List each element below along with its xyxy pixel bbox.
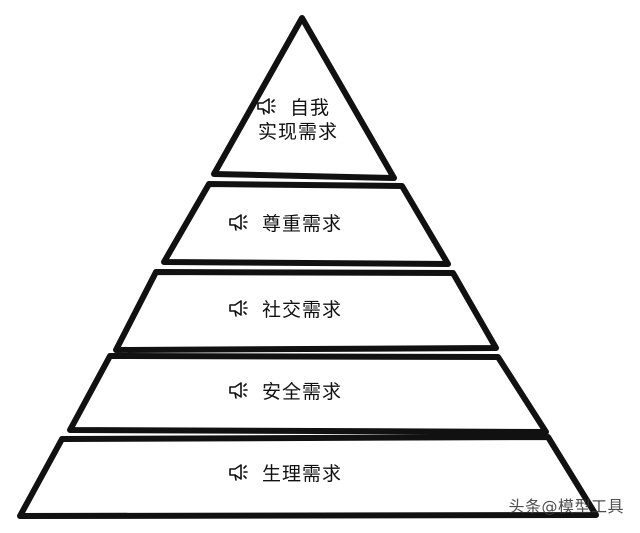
tier-safety: 安全需求 xyxy=(67,353,549,435)
megaphone-icon xyxy=(229,214,248,231)
tier-label-line: 实现需求 xyxy=(258,121,338,143)
tier-shape xyxy=(67,353,549,435)
megaphone-icon xyxy=(229,300,248,317)
tier-label-line: 生理需求 xyxy=(262,463,342,485)
tier-shape xyxy=(17,434,599,519)
megaphone-icon xyxy=(229,464,248,481)
tier-label-line: 自我 xyxy=(290,97,330,119)
tier-esteem: 尊重需求 xyxy=(161,181,451,267)
tier-self-actualization: 自我 实现需求 xyxy=(211,15,397,181)
tier-label-line: 尊重需求 xyxy=(262,213,342,235)
tier-social: 社交需求 xyxy=(113,269,499,353)
tier-label-line: 社交需求 xyxy=(262,299,342,321)
tier-label-line: 安全需求 xyxy=(262,381,342,403)
tier-shape xyxy=(211,15,397,181)
megaphone-icon xyxy=(257,98,276,115)
watermark-text: 头条@模型工具 xyxy=(508,497,624,516)
megaphone-icon xyxy=(229,382,248,399)
tier-shape xyxy=(113,269,499,353)
tier-physiological: 生理需求 xyxy=(17,434,599,519)
tier-shape xyxy=(161,181,451,267)
